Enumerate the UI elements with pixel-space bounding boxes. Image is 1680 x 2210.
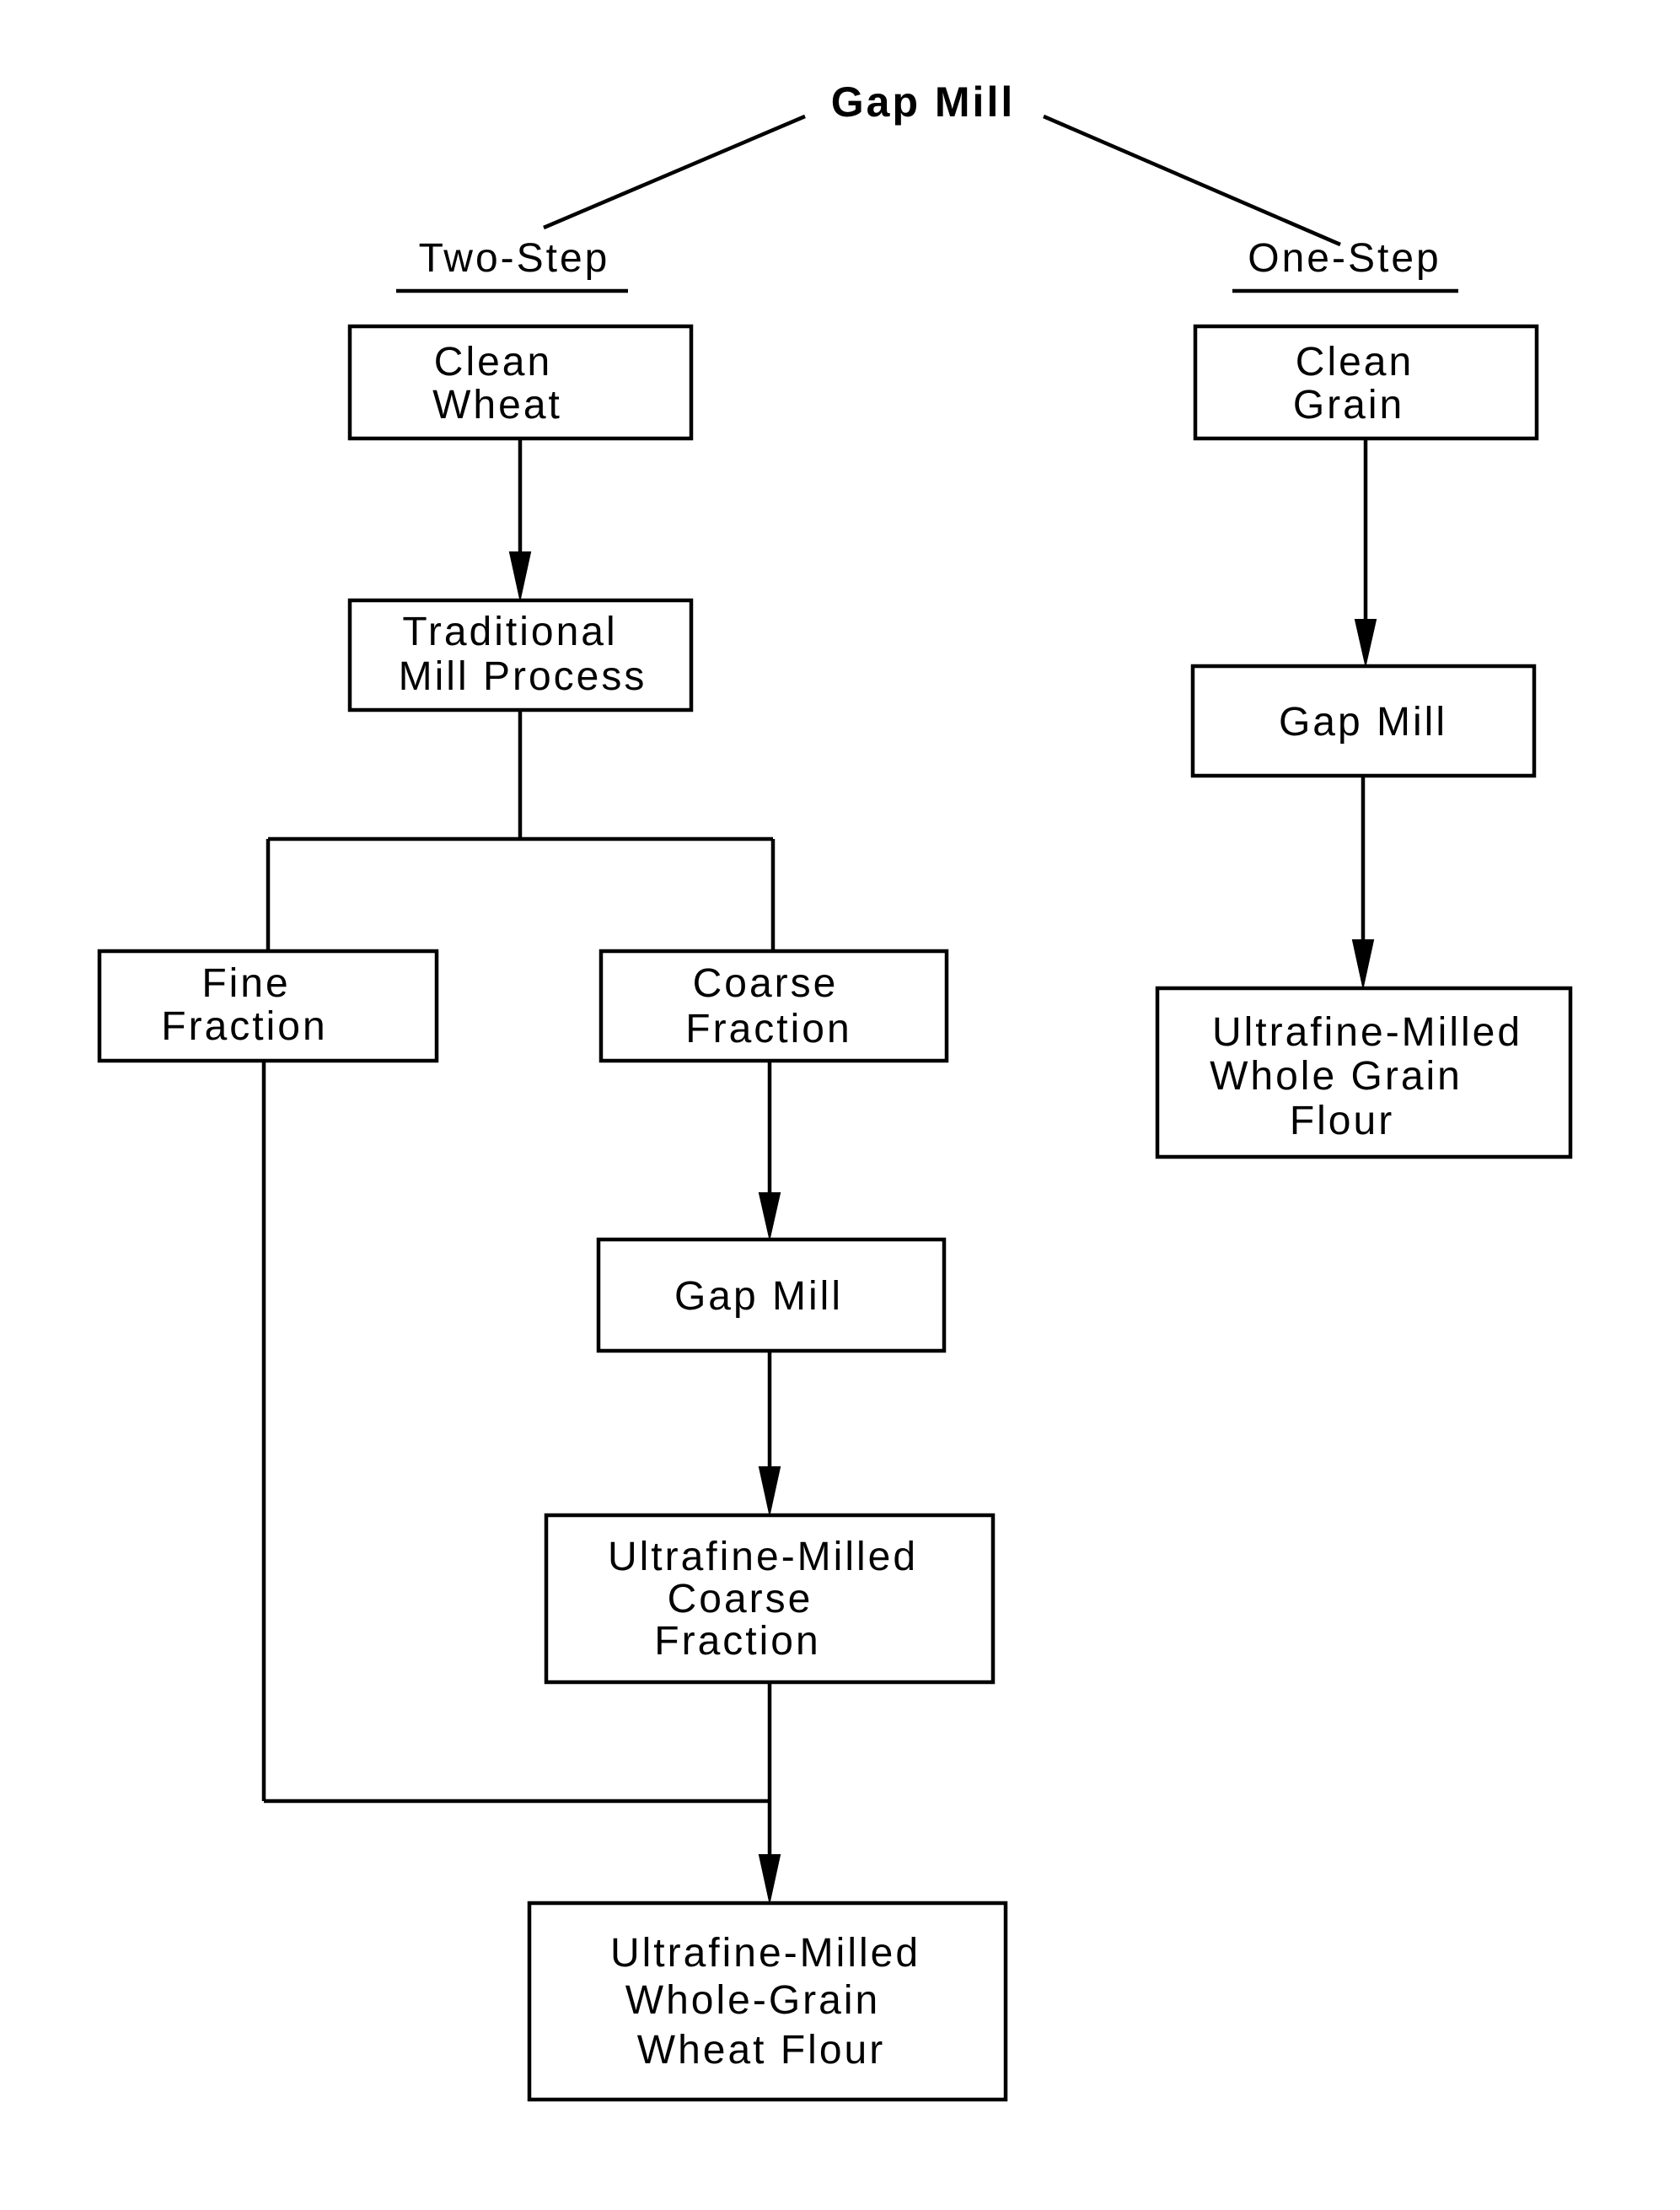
arrowhead-gap-mill-to-ultrafine-coarse	[759, 1467, 780, 1514]
node-gap-mill-one-step: Gap Mill	[1193, 666, 1534, 776]
arrowhead-coarse-to-gap-mill	[759, 1193, 780, 1238]
node-coarse-fraction: Coarse Fraction	[601, 951, 947, 1061]
branch-line-two-step	[544, 116, 805, 228]
node-fine-fraction: Fine Fraction	[99, 951, 437, 1061]
branch-label-one-step: One-Step	[1248, 236, 1441, 281]
node-gap-mill-one-step-label: Gap Mill	[1279, 700, 1447, 745]
node-gap-mill-two-step-label: Gap Mill	[674, 1274, 843, 1319]
node-gap-mill-two-step: Gap Mill	[598, 1239, 944, 1351]
node-ultrafine-coarse-line-2: Coarse	[668, 1577, 813, 1621]
node-fine-fraction-line-2: Fraction	[161, 1004, 327, 1049]
node-traditional-mill-line-1: Traditional	[402, 610, 617, 654]
node-traditional-mill-process: Traditional Mill Process	[350, 600, 691, 710]
node-clean-wheat-line-1: Clean	[434, 340, 552, 384]
node-clean-grain-line-1: Clean	[1296, 340, 1414, 384]
node-final-one-step-line-1: Ultrafine-Milled	[1212, 1010, 1522, 1055]
node-final-two-step-line-1: Ultrafine-Milled	[610, 1931, 921, 1976]
branch-line-one-step	[1044, 116, 1340, 245]
node-final-two-step-line-3: Wheat Flour	[637, 2028, 885, 2073]
arrowhead-merge-to-final	[759, 1855, 780, 1901]
node-clean-wheat-line-2: Wheat	[432, 383, 562, 427]
node-ultrafine-whole-grain-flour: Ultrafine-Milled Whole Grain Flour	[1157, 988, 1570, 1157]
node-fine-fraction-line-1: Fine	[201, 961, 290, 1006]
node-coarse-fraction-line-1: Coarse	[693, 961, 839, 1006]
branch-label-two-step: Two-Step	[419, 236, 610, 281]
node-ultrafine-coarse-fraction: Ultrafine-Milled Coarse Fraction	[546, 1515, 993, 1682]
node-ultrafine-coarse-line-3: Fraction	[654, 1619, 820, 1664]
node-traditional-mill-line-2: Mill Process	[399, 654, 647, 699]
arrowhead-clean-grain-to-gap-mill	[1355, 620, 1376, 664]
node-clean-grain-line-2: Grain	[1293, 383, 1404, 427]
node-ultrafine-coarse-line-1: Ultrafine-Milled	[608, 1535, 918, 1579]
arrowhead-clean-wheat-to-traditional	[510, 552, 530, 599]
node-final-one-step-line-3: Flour	[1290, 1099, 1394, 1143]
arrowhead-gap-mill-to-ultrafine-flour	[1353, 940, 1373, 987]
node-clean-wheat: Clean Wheat	[350, 326, 691, 438]
diagram-title: Gap Mill	[831, 78, 1015, 126]
node-ultrafine-whole-grain-wheat-flour: Ultrafine-Milled Whole-Grain Wheat Flour	[529, 1903, 1006, 2100]
node-final-one-step-line-2: Whole Grain	[1210, 1054, 1463, 1099]
node-final-two-step-line-2: Whole-Grain	[625, 1978, 880, 2023]
node-clean-grain: Clean Grain	[1195, 326, 1537, 438]
node-coarse-fraction-line-2: Fraction	[685, 1007, 851, 1051]
